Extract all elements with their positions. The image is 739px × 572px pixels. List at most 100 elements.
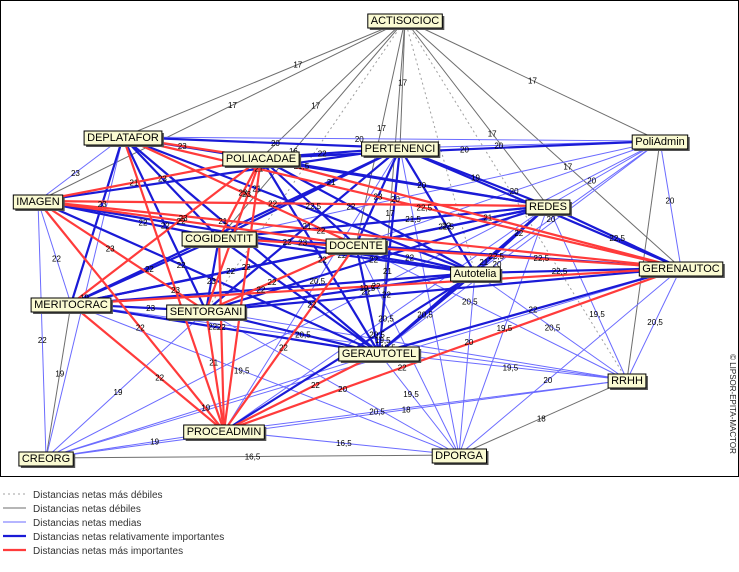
edge-ACTISOCIOC-PoliAdmin: [404, 19, 661, 142]
node-proceadmin: PROCEADMIN: [183, 424, 267, 441]
edge-IMAGEN-GERENAUTOC: [37, 199, 682, 270]
edge-PoliAdmin-CREORG: [45, 140, 661, 459]
edge-SENTORGANI-RRHH: [205, 310, 628, 381]
edge-label: 22: [279, 343, 288, 352]
node-label: RRHH: [611, 375, 643, 387]
edge-label: 17: [377, 124, 386, 133]
edge-label: 20,5: [545, 324, 561, 333]
node-label: ACTISOCIOC: [371, 15, 440, 27]
node-box: [450, 266, 501, 282]
node-label: GERENAUTOC: [642, 263, 719, 275]
legend-label-weak: Distancias netas débiles: [33, 504, 141, 515]
edge-label: 20,5: [295, 331, 311, 340]
node-creorg: CREORG: [18, 451, 76, 468]
edge-PERTENENCI-GERAUTOTEL: [377, 147, 402, 354]
edge-label: 22: [177, 261, 186, 270]
node-pertenenci: PERTENENCI: [361, 141, 441, 158]
edge-label: 23: [146, 304, 155, 313]
edge-COGIDENTIT-GERENAUTOC: [218, 236, 682, 270]
legend-label-relative: Distancias netas relativamente important…: [33, 532, 224, 543]
node-cogidentit: COGIDENTIT: [181, 231, 259, 248]
edge-label: 22,5: [438, 223, 454, 232]
node-label: POLIACADAE: [226, 153, 296, 165]
node-docente: DOCENTE: [325, 238, 388, 255]
edge-ACTISOCIOC-DEPLATAFOR: [122, 19, 406, 138]
edge-label: 22: [307, 301, 316, 310]
edge-label: 23: [98, 200, 107, 209]
edge-label: 20: [510, 187, 519, 196]
node-poliadmin: PoliAdmin: [631, 134, 690, 151]
edge-label: 22: [139, 219, 148, 228]
edge-COGIDENTIT-GERAUTOTEL: [218, 237, 380, 354]
edge-label: 23: [374, 193, 383, 202]
node-box: [12, 194, 64, 210]
edge-label: 21: [254, 165, 263, 174]
edge-label: 23: [106, 244, 115, 253]
edge-COGIDENTIT-PROCEADMIN: [217, 237, 226, 432]
edge-label: 20: [464, 338, 473, 347]
edge-label: 21: [479, 258, 488, 267]
node-label: PROCEADMIN: [187, 426, 262, 438]
node-label: PERTENENCI: [365, 143, 436, 155]
edge-SENTORGANI-CREORG: [45, 310, 207, 459]
edge-PoliAdmin-GERAUTOTEL: [378, 140, 661, 354]
edge-label: 18: [402, 406, 411, 415]
edge-label: 23: [238, 188, 247, 197]
edge-ACTISOCIOC-COGIDENTIT: [218, 19, 406, 239]
edge-label: 20: [493, 260, 502, 269]
edge-Autotelia-SENTORGANI: [205, 271, 476, 313]
edge-label: 21: [361, 287, 370, 296]
edge-label: 20: [587, 177, 596, 186]
edge-REDES-RRHH: [547, 205, 628, 381]
edge-Autotelia-DPORGA: [458, 272, 476, 456]
node-label: PoliAdmin: [635, 136, 685, 148]
edge-label: 19,5: [234, 366, 250, 375]
node-label: SENTORGANI: [170, 306, 243, 318]
edge-DEPLATAFOR-PROCEADMIN: [121, 136, 226, 432]
node-box: [166, 304, 246, 320]
edge-label: 22: [382, 291, 391, 300]
node-box: [361, 141, 439, 157]
node-label: DPORGA: [435, 450, 483, 462]
edge-label: 22: [318, 255, 327, 264]
edge-label: 22: [311, 381, 320, 390]
node-sentorgani: SENTORGANI: [166, 304, 248, 321]
node-dporga: DPORGA: [431, 448, 489, 465]
node-box: [325, 238, 387, 254]
edge-label: 23: [178, 142, 187, 151]
legend-label-important: Distancias netas más importantes: [33, 546, 183, 557]
node-label: DOCENTE: [329, 240, 383, 252]
edge-PROCEADMIN-RRHH: [223, 379, 628, 432]
edge-DOCENTE-MERITOCRAC: [70, 243, 357, 306]
edge-COGIDENTIT-Autotelia: [218, 236, 476, 275]
node-box: [367, 13, 443, 29]
edge-DEPLATAFOR-MERITOCRAC: [69, 136, 125, 305]
edge-label: 22: [346, 202, 355, 211]
edge-Autotelia-MERITOCRAC: [70, 271, 476, 306]
edge-REDES-GERENAUTOC: [547, 205, 682, 269]
edge-IMAGEN-PROCEADMIN: [37, 200, 225, 432]
edge-label: 19,5: [360, 284, 376, 293]
edge-label: 21: [129, 179, 138, 188]
edge-label: 22,5: [417, 204, 433, 213]
edge-label: 17: [311, 102, 320, 111]
edge-IMAGEN-DOCENTE: [37, 199, 357, 247]
edge-label: 22: [283, 238, 292, 247]
edge-GERENAUTOC-DPORGA: [458, 267, 682, 456]
edge-ACTISOCIOC-REDES: [404, 19, 549, 207]
node-label: GERAUTOTEL: [342, 348, 416, 360]
edge-label: 20: [665, 197, 674, 206]
node-box: [222, 151, 300, 167]
edge-ACTISOCIOC-DOCENTE: [355, 19, 406, 246]
edge-SENTORGANI-PROCEADMIN: [204, 310, 226, 432]
edge-PoliAdmin-RRHH: [626, 140, 661, 381]
edge-label: 19: [55, 369, 64, 378]
node-poliacadae: POLIACADAE: [222, 151, 302, 168]
edge-label: 19,5: [375, 336, 391, 345]
edge-label: 22: [208, 323, 217, 332]
edge-label: 22: [316, 227, 325, 236]
edge-CREORG-DPORGA: [45, 454, 460, 459]
